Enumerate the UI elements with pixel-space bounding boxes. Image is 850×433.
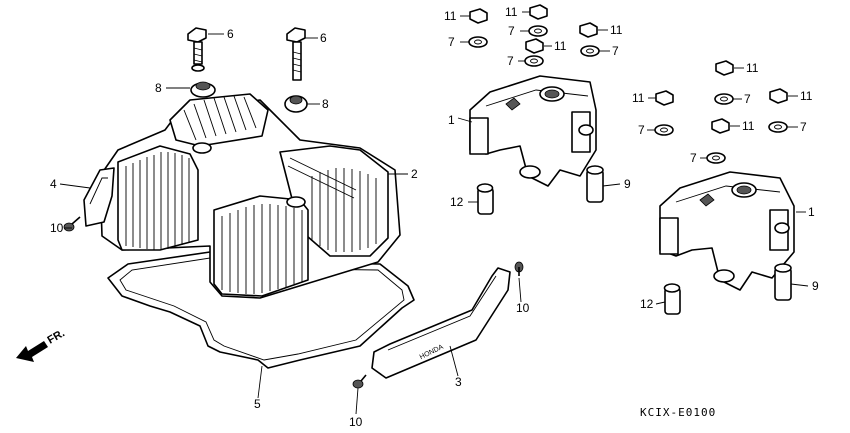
screw-10a — [63, 216, 81, 232]
dowel-pin-9a — [586, 165, 604, 203]
nut-11a — [469, 8, 488, 24]
cylinder-head-cover — [99, 93, 401, 299]
washer-7e — [714, 93, 734, 105]
callout-11d: 11 — [554, 39, 567, 53]
callout-4: 4 — [50, 177, 57, 191]
seal-8a — [190, 81, 216, 98]
washer-7g — [768, 121, 788, 133]
washer-7b — [528, 25, 548, 37]
fins-right-rear — [287, 157, 377, 252]
fins-right-front — [221, 204, 303, 294]
collar-12b — [663, 283, 681, 315]
seal-8b — [284, 95, 308, 113]
callout-12b: 12 — [640, 297, 654, 311]
callout-11a: 11 — [444, 9, 457, 23]
nut-11h — [711, 118, 730, 134]
washer-7c — [524, 55, 544, 67]
screw-10c — [352, 374, 367, 389]
callout-11c: 11 — [610, 23, 623, 37]
callout-7c: 7 — [507, 54, 514, 68]
callout-7a: 7 — [448, 35, 455, 49]
washer-7a — [468, 36, 488, 48]
side-plate-right: HONDA — [371, 267, 511, 379]
side-cover-left — [83, 167, 115, 227]
callout-9b: 9 — [812, 279, 819, 293]
nut-11f — [655, 90, 674, 106]
callout-7e: 7 — [744, 92, 751, 106]
callout-11b: 11 — [505, 5, 518, 19]
callout-7d: 7 — [612, 44, 619, 58]
callout-numbers: 6 6 8 8 4 10 2 5 3 10 10 1 1 9 9 12 12 1… — [50, 5, 819, 429]
callout-11h: 11 — [742, 119, 755, 133]
callout-12a: 12 — [450, 195, 464, 209]
bolt-6a — [187, 27, 207, 72]
callout-8b: 8 — [322, 97, 329, 111]
callout-11g: 11 — [800, 89, 813, 103]
camshaft-holder-lower — [659, 171, 795, 291]
callout-1b: 1 — [808, 205, 815, 219]
callout-2: 2 — [411, 167, 418, 181]
washer-7f — [654, 124, 674, 136]
nut-11e — [715, 60, 734, 76]
cover-boss-left — [192, 142, 212, 154]
callout-7f: 7 — [638, 123, 645, 137]
collar-12a — [476, 183, 494, 215]
cover-boss-right — [286, 196, 306, 208]
callout-10a: 10 — [50, 221, 64, 235]
nut-11d — [525, 38, 544, 54]
callout-5: 5 — [254, 397, 261, 411]
callout-11e: 11 — [746, 61, 759, 75]
nut-11c — [579, 22, 598, 38]
nut-11b — [529, 4, 548, 20]
nut-11g — [769, 88, 788, 104]
dowel-pin-9b — [774, 263, 792, 301]
callout-11f: 11 — [632, 91, 645, 105]
camshaft-holder-upper — [469, 75, 597, 187]
callout-6b: 6 — [320, 31, 327, 45]
front-direction-arrow: FR. — [16, 327, 67, 362]
callout-1a: 1 — [448, 113, 455, 127]
callout-7h: 7 — [690, 151, 697, 165]
bolt-6b — [286, 27, 306, 81]
callout-10c: 10 — [349, 415, 363, 429]
callout-10b: 10 — [516, 301, 530, 315]
fins-left-front — [125, 152, 190, 250]
washer-7d — [580, 45, 600, 57]
callout-6a: 6 — [227, 27, 234, 41]
callout-3: 3 — [455, 375, 462, 389]
callout-7b: 7 — [508, 24, 515, 38]
callout-9a: 9 — [624, 177, 631, 191]
leader-lines — [59, 11, 809, 415]
fins-top-rear — [183, 95, 257, 141]
screw-10b — [514, 261, 524, 276]
diagram-code: KCIX-E0100 — [640, 406, 716, 419]
direction-label: FR. — [46, 327, 67, 346]
callout-8a: 8 — [155, 81, 162, 95]
washer-7h — [706, 152, 726, 164]
callout-7g: 7 — [800, 120, 807, 134]
